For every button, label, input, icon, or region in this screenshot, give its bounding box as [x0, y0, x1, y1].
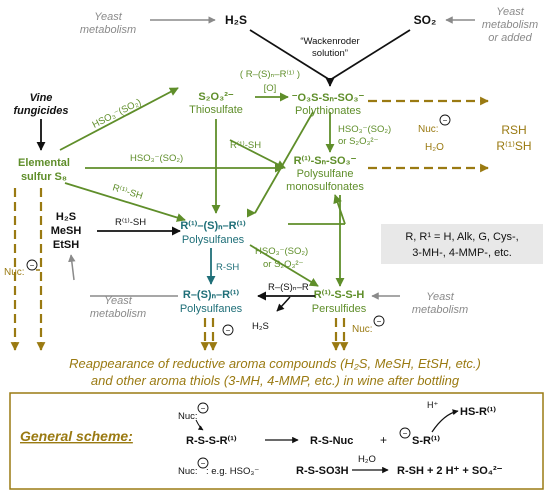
yeast-right-label: Yeast — [496, 6, 524, 18]
sulfur-to-polysulfanes-arrow — [64, 182, 186, 222]
yeast-mid-label-2: metabolism — [90, 308, 146, 320]
nuc-mid-charge-icon — [222, 324, 234, 336]
scheme-hplus: H⁺ — [427, 400, 438, 410]
scheme-plus: + — [380, 433, 387, 447]
yeast-left-label-2: metabolism — [80, 24, 136, 36]
polysulfane-monosulfonates-name: Polysulfane — [297, 168, 354, 180]
polysulfanes-formula: R⁽¹⁾–(S)ₙ–R⁽¹⁾ — [180, 220, 246, 232]
svg-text:−: − — [201, 404, 206, 413]
elemental-sulfur-node-2: sulfur S₈ — [21, 171, 67, 183]
scheme-product-1: R-S-Nuc — [310, 435, 353, 447]
scheme-nuc-eg-charge-icon — [197, 457, 209, 469]
yeast-br-label-2: metabolism — [412, 304, 468, 316]
wackenroder-v-left — [249, 29, 331, 81]
thiosulfate-to-monosulfonates-arrow — [229, 139, 286, 169]
svg-text:−: − — [30, 261, 35, 270]
legend-line-1: R, R¹ = H, Alk, G, Cys-, — [405, 231, 518, 243]
yeast-mid-arrow — [68, 254, 76, 281]
conclusion-line-1: Reappearance of reductive aroma compound… — [69, 356, 481, 371]
scheme-attack-arrow — [195, 419, 204, 431]
conclusion-line-2: and other aroma thiols (3-MH, 4-MMP, etc… — [91, 373, 460, 388]
oxidation-label: [O] — [264, 83, 277, 94]
general-scheme-box — [9, 392, 544, 490]
scheme-nuc-1-charge-icon — [197, 402, 209, 414]
svg-text:−: − — [201, 459, 206, 468]
scheme-nuc-1: Nuc: — [178, 411, 198, 422]
h2s-release-label: H₂S — [252, 321, 269, 332]
scheme-reactant-1: R-S-S-R⁽¹⁾ — [186, 435, 237, 447]
nuc-br-charge-icon — [373, 315, 385, 327]
scheme-s-product: S-R⁽¹⁾ — [412, 435, 440, 447]
scheme-nuc-eg: Nuc: — [178, 466, 198, 477]
rsh-product: RSH — [501, 123, 526, 137]
polysulfanes-2-name: Polysulfanes — [180, 303, 243, 315]
h2s-source: H₂S — [225, 13, 247, 27]
rsnr-small-label: R–(S)ₙ–R — [268, 282, 309, 293]
nuc-top-charge-icon — [439, 114, 451, 126]
wackenroder-v-right — [329, 29, 411, 81]
r-sh-label: R-SH — [216, 262, 239, 273]
wackenroder-label-2: solution” — [312, 48, 348, 59]
polysulfanes-name: Polysulfanes — [182, 234, 245, 246]
persulfides-formula: R⁽¹⁾-S-S-H — [314, 289, 365, 301]
h2s-release-arrow — [276, 296, 291, 312]
nuc-left-label: Nuc: — [4, 267, 25, 278]
general-scheme-title: General scheme: — [20, 428, 133, 444]
r1sh-left-label: R⁽¹⁾-SH — [115, 217, 146, 228]
so2-source: SO₂ — [414, 13, 437, 27]
svg-text:−: − — [443, 116, 448, 125]
yeast-mid-label: Yeast — [104, 295, 132, 307]
scheme-h2o: H₂O — [358, 454, 376, 465]
scheme-protonation-arrow — [431, 409, 459, 433]
svg-text:−: − — [377, 317, 382, 326]
polysulfanes-to-persulfides-arrow — [249, 244, 319, 287]
elemental-sulfur-node: Elemental — [18, 157, 70, 169]
legend-box — [381, 224, 543, 264]
thiosulfate-name: Thiosulfate — [189, 104, 243, 116]
rsh-product-2: R⁽¹⁾SH — [496, 139, 531, 153]
hso3-right-label: HSO₃⁻(SO₂) — [338, 124, 391, 135]
hso3-upper-label: HSO₃⁻(SO₂) — [91, 97, 143, 131]
polysulfane-monosulfonates-name-2: monosulfonates — [286, 181, 364, 193]
yeast-right-label-3: or added — [488, 32, 532, 44]
nuc-br-label: Nuc: — [352, 324, 373, 335]
sulfur-to-thiosulfate-arrow — [59, 87, 179, 151]
scheme-products-2: R-SH + 2 H⁺ + SO₄²⁻ — [397, 465, 503, 477]
scheme-s-charge-icon — [399, 427, 411, 439]
etsh-node: EtSH — [53, 239, 79, 251]
thiosulfate-formula: S₂O₃²⁻ — [198, 91, 234, 103]
yeast-br-label: Yeast — [426, 291, 454, 303]
h2o-top-label: H₂O — [425, 142, 444, 153]
scheme-hs-product: HS-R⁽¹⁾ — [460, 406, 496, 418]
hso3-lower-label: HSO₃⁻(SO₂) — [255, 246, 308, 257]
scheme-reactant-2: R-S-SO3H — [296, 465, 349, 477]
nuc-left-charge-icon — [26, 259, 38, 271]
brown-dashed-arrows — [10, 96, 489, 351]
yeast-left-label: Yeast — [94, 11, 122, 23]
polysulfanes-2-formula: R–(S)ₙ–R⁽¹⁾ — [183, 289, 240, 301]
svg-text:−: − — [226, 326, 231, 335]
persulfides-name: Persulfides — [312, 303, 367, 315]
scheme-nuc-eg-text: : e.g. HSO₃⁻ — [206, 466, 259, 477]
nuc-top-label: Nuc: — [418, 124, 439, 135]
r1sh-mid-label: R⁽¹⁾-SH — [230, 140, 261, 151]
polythionates-formula: ⁻O₃S-Sₙ-SO₃⁻ — [292, 92, 365, 104]
svg-text:−: − — [403, 429, 408, 438]
yeast-right-label-2: metabolism — [482, 19, 538, 31]
hso3-right-label-2: or S₂O₃²⁻ — [338, 136, 379, 147]
legend-line-2: 3-MH-, 4-MMP-, etc. — [412, 247, 512, 259]
polythionates-name: Polythionates — [295, 105, 362, 117]
h2s-node: H₂S — [56, 211, 76, 223]
polysulfane-monosulfonates-formula: R⁽¹⁾-Sₙ-SO₃⁻ — [294, 155, 357, 167]
wackenroder-label: “Wackenroder — [300, 36, 359, 47]
rsnr-label: ( R–(S)ₙ–R⁽¹⁾ ) — [240, 69, 300, 80]
vine-fungicides-label-2: fungicides — [13, 105, 68, 117]
vine-fungicides-label: Vine — [30, 92, 53, 104]
mesh-node: MeSH — [51, 225, 82, 237]
hso3-mid-label: HSO₃⁻(SO₂) — [130, 153, 183, 164]
